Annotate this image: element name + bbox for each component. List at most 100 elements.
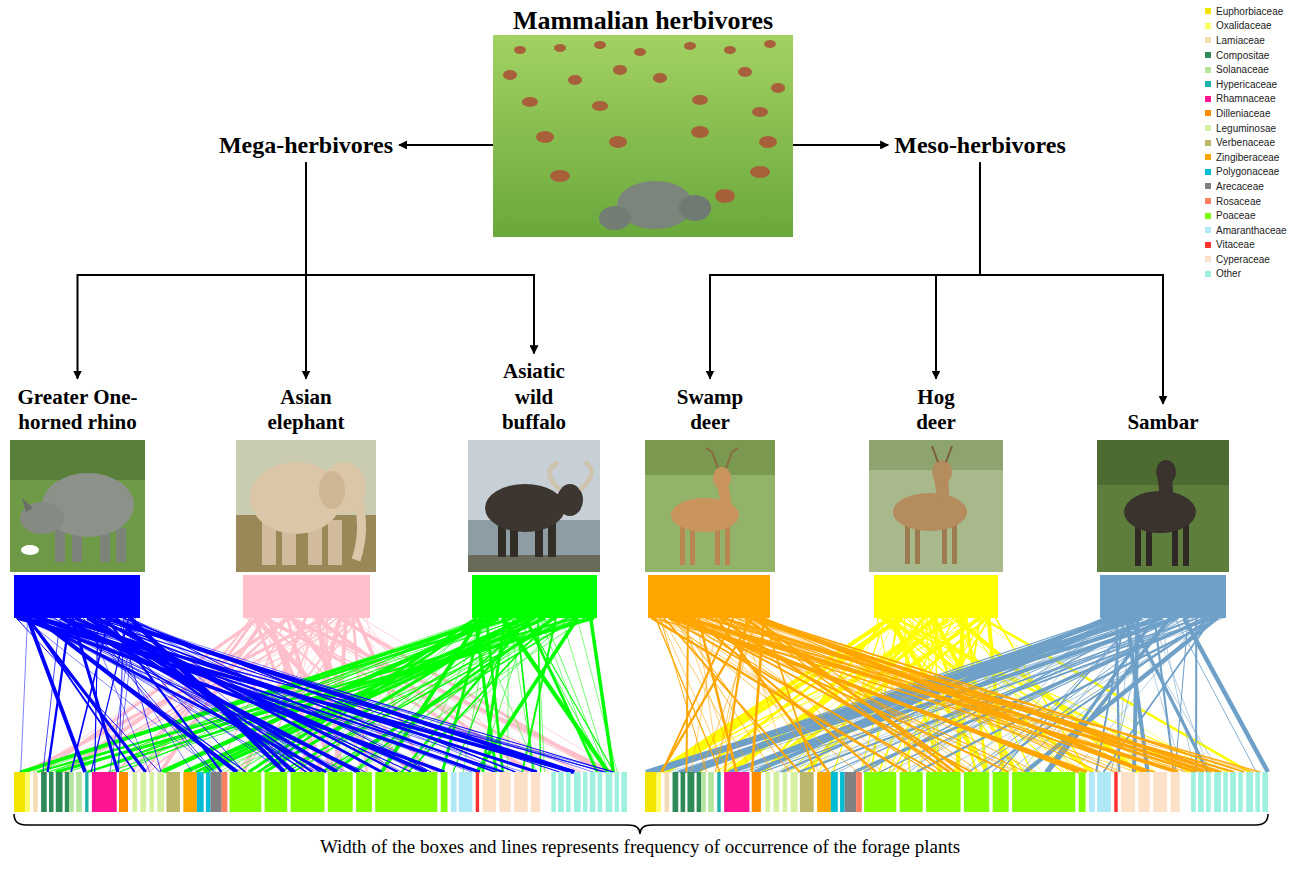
plant-segment [583, 772, 588, 812]
herd-photo [684, 42, 696, 50]
plant-segment [140, 772, 146, 812]
forage-link [577, 618, 617, 772]
forage-link [120, 618, 438, 772]
legend-text: Oxalidaceae [1216, 20, 1272, 31]
forage-link [88, 618, 524, 772]
plant-segment [210, 772, 221, 812]
legend-text: Poaceae [1216, 210, 1255, 221]
legend-row: Compositae [1205, 48, 1287, 63]
buffalo-photo [468, 440, 600, 572]
forage-link [1117, 618, 1120, 772]
plant-segment [69, 772, 74, 812]
forage-link [94, 618, 603, 772]
swamp-deer-photo [713, 467, 731, 489]
hog-deer-photo [932, 446, 952, 462]
forage-link [23, 618, 216, 772]
hog-deer-photo [905, 522, 910, 564]
species-name: Swamp deer [660, 385, 760, 435]
forage-link [678, 618, 1079, 772]
plant-segment [774, 772, 780, 812]
plant-segment [1191, 772, 1196, 812]
tree-connector [793, 144, 888, 146]
group-label: Meso-herbivores [888, 128, 1072, 163]
plant-segment [41, 772, 47, 812]
herd-photo [752, 107, 768, 117]
plant-segment [76, 772, 82, 812]
legend-text: Rhamnaceae [1216, 93, 1275, 104]
forage-link [698, 618, 908, 772]
plant-segment [558, 772, 564, 812]
frequency-bar [874, 575, 998, 618]
plant-segment [606, 772, 613, 812]
plant-segment [85, 772, 88, 812]
frequency-bar [648, 575, 770, 618]
forage-link [87, 618, 591, 772]
elephant-photo [319, 471, 345, 509]
legend-row: Amaranthaceae [1205, 223, 1287, 238]
plant-segment [621, 772, 627, 812]
legend-text: Amaranthaceae [1216, 225, 1287, 236]
plant-segment [14, 772, 25, 812]
legend-swatch [1205, 242, 1211, 248]
plant-segment [1214, 772, 1221, 812]
herd-photo [522, 97, 538, 107]
species-node: Greater One-horned rhino [8, 379, 148, 572]
forage-link [690, 618, 1213, 772]
plant-segment [817, 772, 831, 812]
legend-text: Solanaceae [1216, 64, 1269, 75]
buffalo-photo [485, 484, 565, 532]
plant-segment [656, 772, 661, 812]
legend-swatch [1205, 96, 1211, 102]
plant-segment [1170, 772, 1179, 812]
plant-segment [65, 772, 70, 812]
legend-text: Verbenaceae [1216, 137, 1275, 148]
group-title: Meso-herbivores [894, 131, 1066, 160]
plant-segment [856, 772, 862, 812]
forage-link [705, 618, 1234, 772]
plant-segment [724, 772, 749, 812]
plant-segment [157, 772, 164, 812]
plant-segment [615, 772, 620, 812]
group-title: Mega-herbivores [219, 131, 393, 160]
plant-segment [765, 772, 770, 812]
herd-photo [738, 67, 752, 77]
plant-segment [1114, 772, 1117, 812]
hog-deer-photo [932, 460, 952, 484]
root-group: Mammalian herbivores [493, 5, 793, 237]
hog-deer-photo [893, 493, 967, 531]
species-node: Sambar [1097, 404, 1229, 572]
forage-link [21, 618, 28, 772]
plant-segment [1262, 772, 1268, 812]
plant-segment [1153, 772, 1167, 812]
group-title: Mammalian herbivores [493, 5, 793, 36]
plant-segment [783, 772, 788, 812]
plant-segment [1230, 772, 1236, 812]
plant-segment [665, 772, 670, 812]
herd-photo [568, 75, 582, 85]
plant-segment [645, 772, 656, 812]
species-node: Hog deer [869, 379, 1003, 572]
plant-segment [831, 772, 838, 812]
herd-photo [771, 83, 785, 93]
herd-photo [503, 70, 517, 80]
hog-deer-photo [952, 522, 957, 564]
plant-segment [356, 772, 372, 812]
forage-link [98, 618, 398, 772]
legend-text: Vitaceae [1216, 239, 1255, 250]
plant-segment [708, 772, 714, 812]
swamp-deer-photo [680, 525, 685, 565]
plant-segment [328, 772, 353, 812]
herd-photo [550, 170, 570, 182]
legend-row: Lamiaceae [1205, 33, 1287, 48]
rhino-photo [10, 440, 145, 572]
species-node: Asian elephant [236, 379, 376, 572]
forage-link [725, 618, 747, 772]
forage-link [674, 618, 1187, 772]
legend-swatch [1205, 198, 1211, 204]
plant-segment [964, 772, 989, 812]
forage-link [668, 618, 858, 772]
tree-connector [936, 162, 980, 378]
species-name: Hog deer [901, 385, 971, 435]
forage-link [755, 618, 1204, 772]
